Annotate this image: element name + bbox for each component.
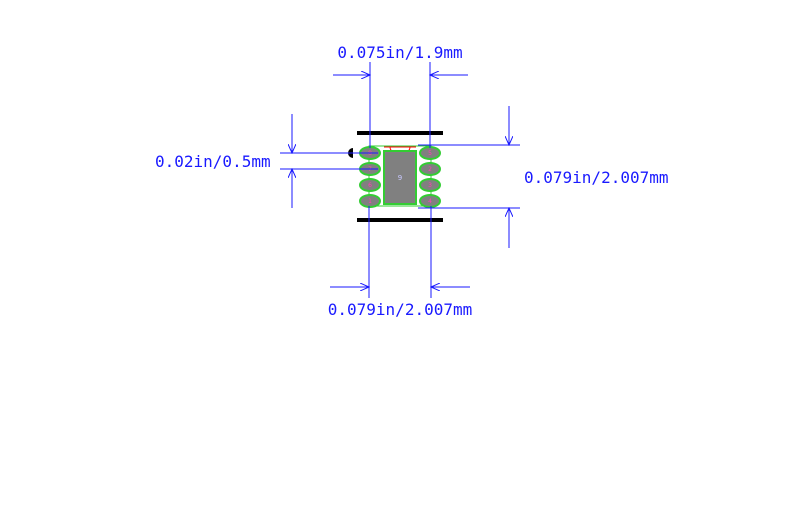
pad [359,178,381,192]
pad-label: 6 [368,182,372,189]
package-outline [368,145,432,207]
center-pad-label: 9 [398,174,402,182]
dimension-pitch [280,114,378,208]
pad-label: 3 [428,182,432,189]
pad [419,194,441,208]
dimension-top-width [333,62,468,148]
dimension-label-bottom-width: 0.079in/2.007mm [328,300,473,319]
left-pads: 8 7 6 1 [359,146,381,208]
dimension-right-height [418,106,520,248]
pad-label: 4 [428,198,432,205]
dimension-label-pitch: 0.02in/0.5mm [155,152,271,171]
dimension-label-top-width: 0.075in/1.9mm [337,43,462,62]
pad [419,178,441,192]
dimension-label-right-height: 0.079in/2.007mm [524,168,669,187]
pad [419,162,441,176]
pad-label: 2 [428,166,432,173]
dimension-bottom-width [330,206,470,298]
pad-label: 5 [428,150,432,157]
pad [359,194,381,208]
center-pad [383,150,417,205]
right-pads: 5 2 3 4 [419,146,441,208]
silkscreen-bottom-bar [357,218,443,222]
silkscreen-top-bar [357,131,443,135]
pad-label: 1 [368,198,372,205]
